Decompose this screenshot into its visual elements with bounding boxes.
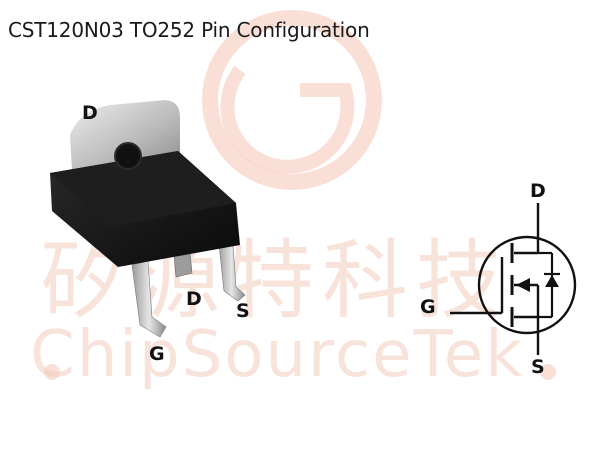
watermark-dot-right bbox=[540, 364, 556, 380]
package-label-drain-top: D bbox=[82, 102, 98, 124]
symbol-label-source: S bbox=[531, 356, 545, 378]
page-title: CST120N03 TO252 Pin Configuration bbox=[8, 18, 370, 42]
package-body-top bbox=[50, 151, 236, 227]
watermark-dot-left bbox=[44, 364, 60, 380]
symbol-label-drain: D bbox=[530, 180, 546, 202]
package-label-drain-mid: D bbox=[186, 288, 202, 310]
symbol-diode-icon bbox=[545, 275, 559, 287]
package-label-source: S bbox=[236, 300, 250, 322]
package-dimple bbox=[114, 142, 142, 170]
to252-package-image bbox=[50, 100, 246, 338]
package-label-gate: G bbox=[149, 343, 165, 365]
watermark-english-text: ChipSourceTek bbox=[30, 318, 525, 392]
symbol-circle bbox=[477, 235, 577, 335]
symbol-label-gate: G bbox=[420, 296, 436, 318]
mosfet-symbol bbox=[450, 203, 577, 355]
symbol-arrow-icon bbox=[516, 278, 530, 292]
gate-lead bbox=[131, 260, 167, 338]
drain-tab bbox=[70, 100, 180, 170]
